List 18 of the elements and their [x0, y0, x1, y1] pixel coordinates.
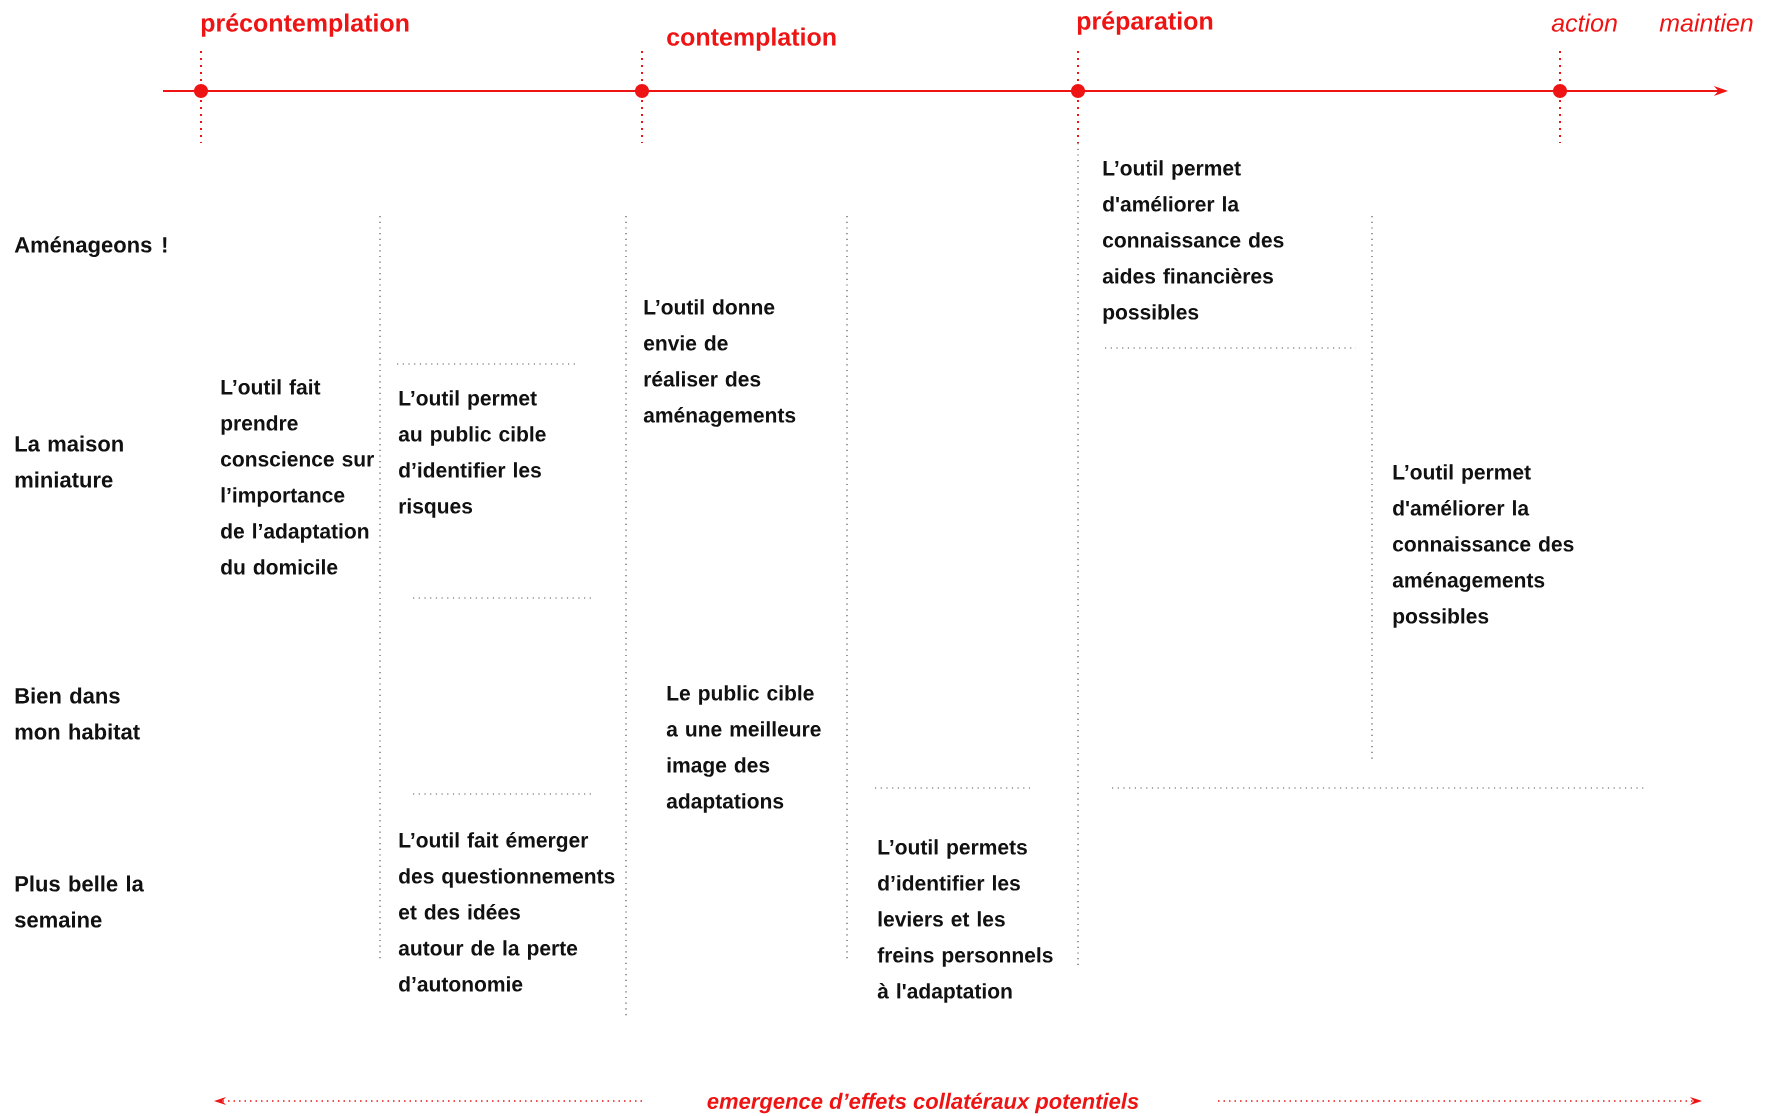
- stage-label: contemplation: [667, 27, 836, 51]
- row-label: Plus belle la semaine: [15, 875, 144, 928]
- row-label: Aménageons !: [14, 236, 167, 258]
- note-text: emergence d’effets collatéraux potentiels: [707, 1092, 1139, 1114]
- stage-label: précontemplation: [201, 13, 409, 37]
- stage-label: maintien: [1659, 13, 1753, 32]
- cell-text: L’outil permet d'améliorer la connaissance des aides financières possibles: [1102, 160, 1284, 324]
- row-label: Bien dans mon habitat: [15, 687, 140, 740]
- stage-label: préparation: [1077, 11, 1213, 35]
- cell-text: L’outil donne envie de réaliser des aménagements: [643, 299, 796, 427]
- cell-text: L’outil permets d’identifier les leviers et les freins personnels à l'adaptation: [877, 839, 1053, 1003]
- cell-text: L’outil fait émerger des questionnements et des idées autour de la perte d’autonomie: [398, 832, 615, 992]
- cell-text: L’outil permet au public cible d’identifier les risques: [398, 390, 546, 518]
- cell-text: L’outil fait prendre conscience sur l’importance de l’adaptation du domicile: [221, 379, 374, 575]
- row-label: La maison miniature: [15, 435, 123, 488]
- stage-label: action: [1551, 13, 1617, 32]
- cell-text: L’outil permet d'améliorer la connaissance des aménagements possibles: [1392, 464, 1574, 628]
- cell-text: Le public cible a une meilleure image des adaptations: [666, 685, 821, 813]
